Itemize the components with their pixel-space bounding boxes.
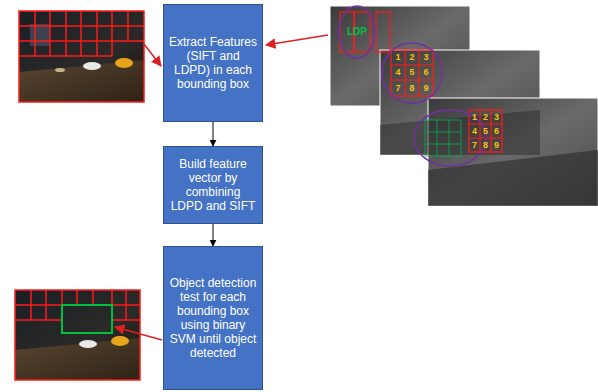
- grid-number: 7: [469, 138, 480, 152]
- grid-number: 6: [419, 65, 433, 80]
- grid-number: 8: [405, 81, 419, 96]
- output-arrow: [115, 327, 162, 340]
- result-photo: [15, 290, 140, 380]
- grid-number: 5: [405, 65, 419, 80]
- grid-number: 3: [491, 110, 502, 124]
- input-arrow: [266, 35, 328, 45]
- box-text: Extract Features (SIFT and LDPD) in each…: [168, 35, 258, 91]
- grid-number: 6: [491, 124, 502, 138]
- grid-number: 4: [469, 124, 480, 138]
- flow-arrow: [213, 122, 214, 146]
- box-text: Build feature vector by combining LDPD a…: [168, 157, 258, 213]
- input-arrow: [144, 44, 161, 66]
- grid-number: 3: [419, 50, 433, 65]
- grid-number: 2: [405, 50, 419, 65]
- process-box: Object detection test for each bounding …: [163, 246, 263, 390]
- grid-number: 2: [480, 110, 491, 124]
- process-box: Extract Features (SIFT and LDPD) in each…: [163, 4, 263, 122]
- process-box: Build feature vector by combining LDPD a…: [163, 146, 263, 224]
- grid-number: 1: [469, 110, 480, 124]
- grid-number: 4: [391, 65, 405, 80]
- scene-photo: [19, 11, 144, 102]
- grid-number: 8: [480, 138, 491, 152]
- depth-images: [330, 6, 598, 206]
- grid-number: 9: [419, 81, 433, 96]
- flow-arrow: [213, 224, 214, 246]
- grid-number: 9: [491, 138, 502, 152]
- grid-number: 7: [391, 81, 405, 96]
- grid-number: 1: [391, 50, 405, 65]
- box-text: Object detection test for each bounding …: [168, 276, 258, 360]
- grid-number: 5: [480, 124, 491, 138]
- feature-tag: LDP: [343, 25, 371, 39]
